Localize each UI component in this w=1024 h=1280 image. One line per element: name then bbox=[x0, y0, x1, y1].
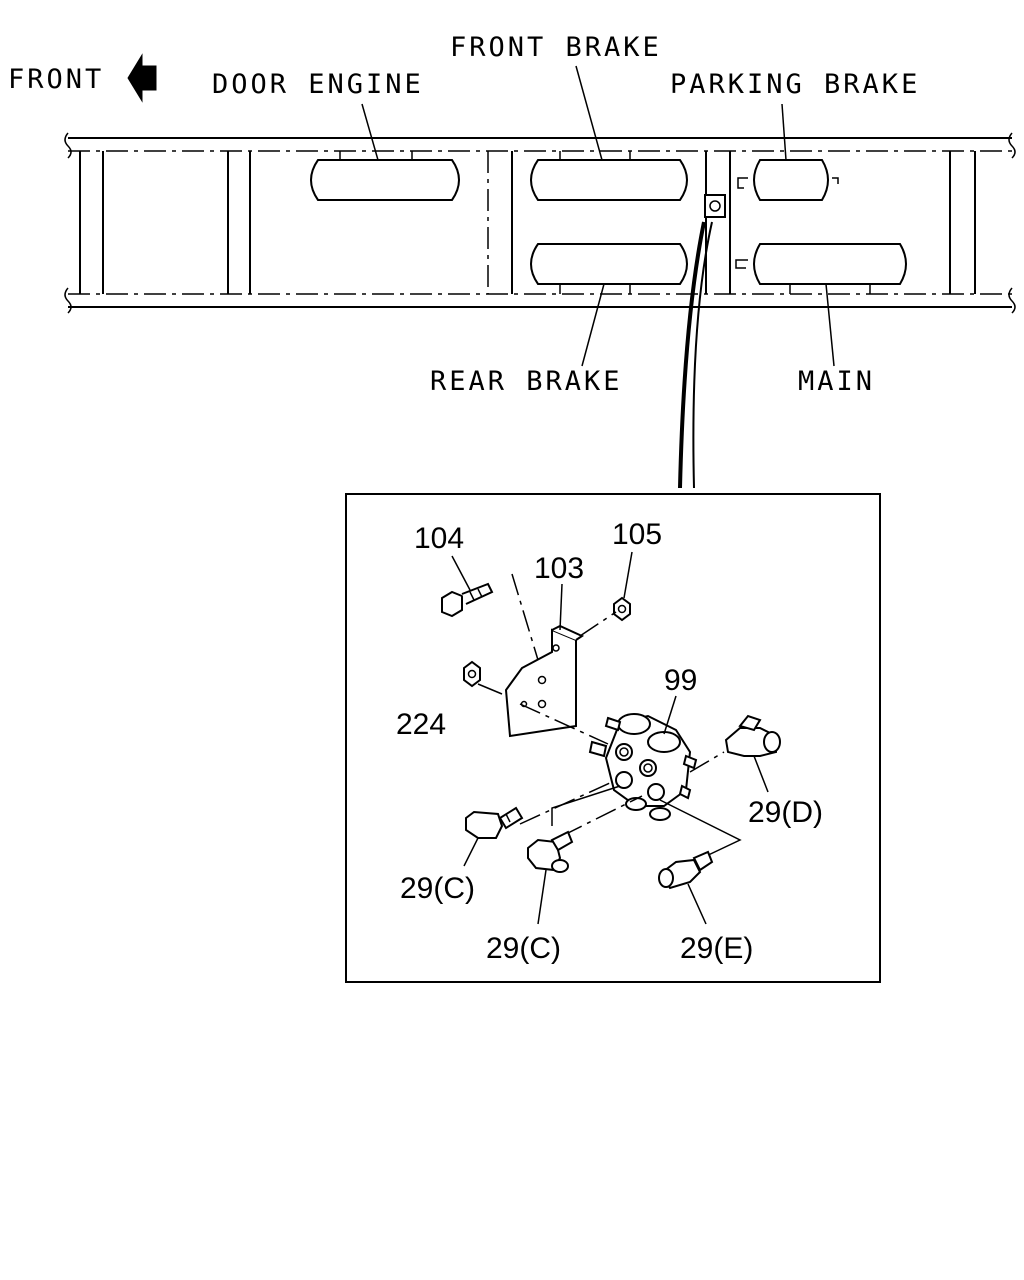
leader-104 bbox=[451, 555, 471, 591]
parking-brake-leader bbox=[781, 103, 787, 161]
rear-brake-label: REAR BRAKE bbox=[430, 366, 623, 397]
part-label-103: 103 bbox=[534, 552, 584, 585]
part-label-29C-b: 29(C) bbox=[486, 932, 561, 965]
part-label-99: 99 bbox=[664, 664, 697, 697]
rear-brake-tank bbox=[530, 243, 688, 294]
leader-29E bbox=[687, 883, 707, 925]
leader-29D bbox=[753, 755, 769, 793]
valve-location-marker bbox=[678, 194, 726, 489]
front-brake-label: FRONT BRAKE bbox=[450, 32, 662, 63]
bolt-104 bbox=[441, 582, 494, 618]
leader-224 bbox=[477, 683, 503, 695]
fitting-29D bbox=[724, 714, 781, 757]
main-tank bbox=[735, 243, 907, 294]
parking-brake-label: PARKING BRAKE bbox=[670, 69, 920, 100]
front-label: FRONT bbox=[8, 64, 104, 95]
main-label: MAIN bbox=[798, 366, 875, 397]
part-label-105: 105 bbox=[612, 518, 662, 551]
door-engine-label: DOOR ENGINE bbox=[212, 69, 424, 100]
front-brake-leader bbox=[575, 65, 603, 161]
assembly-lines bbox=[511, 573, 742, 859]
part-label-29E: 29(E) bbox=[680, 932, 753, 965]
leader-99 bbox=[663, 695, 677, 735]
nut-224 bbox=[463, 660, 481, 688]
door-engine-leader bbox=[361, 103, 379, 161]
door-engine-tank bbox=[310, 151, 460, 201]
leader-29C-b bbox=[537, 869, 547, 925]
front-brake-tank bbox=[530, 151, 688, 201]
chassis-frame bbox=[64, 132, 1016, 314]
fitting-29E bbox=[658, 850, 714, 890]
left-arrow-icon bbox=[127, 53, 157, 103]
parking-brake-tank bbox=[737, 159, 839, 201]
main-leader bbox=[825, 283, 835, 367]
nut-105 bbox=[613, 596, 631, 622]
fitting-29C-a bbox=[465, 806, 524, 839]
part-label-104: 104 bbox=[414, 522, 464, 555]
part-label-29D: 29(D) bbox=[748, 796, 823, 829]
part-label-224: 224 bbox=[396, 708, 446, 741]
leader-29C-a bbox=[463, 837, 479, 867]
leader-105 bbox=[623, 551, 633, 599]
leader-103 bbox=[559, 583, 563, 631]
detail-box bbox=[345, 493, 881, 983]
bracket-103 bbox=[504, 624, 585, 738]
valve-99 bbox=[588, 713, 698, 821]
part-label-29C-a: 29(C) bbox=[400, 872, 475, 905]
fitting-29C-b bbox=[527, 830, 574, 873]
rear-brake-leader bbox=[581, 283, 605, 367]
